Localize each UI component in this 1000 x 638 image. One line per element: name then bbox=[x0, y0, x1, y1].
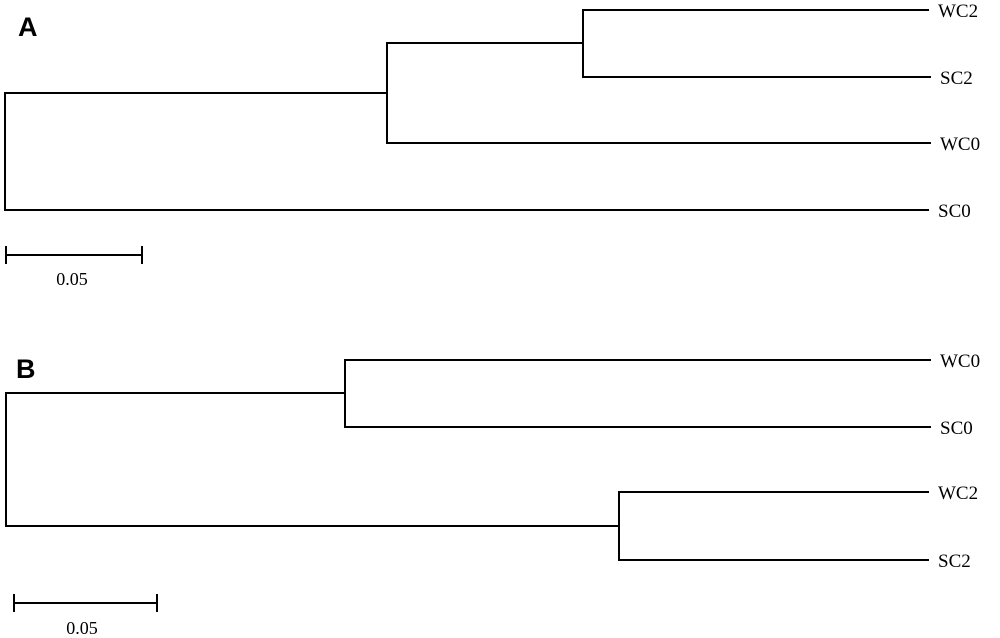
panel-b-leaf-2: SC0 bbox=[940, 418, 973, 439]
panel-a-letter: A bbox=[18, 12, 38, 42]
panel-b-leaf-4: SC2 bbox=[938, 551, 971, 572]
panel-b-leaf-1: WC0 bbox=[940, 351, 980, 372]
panel-b-leaf-3: WC2 bbox=[938, 483, 978, 504]
panel-a-scale-label: 0.05 bbox=[56, 269, 88, 289]
panel-b-scale-label: 0.05 bbox=[66, 618, 98, 638]
panel-a-leaf-4: SC0 bbox=[938, 201, 971, 222]
panel-a-leaf-2: SC2 bbox=[940, 68, 973, 89]
panel-b: B WC0 SC0 WC2 SC2 0.05 bbox=[5, 351, 980, 638]
panel-a-leaf-1: WC2 bbox=[938, 1, 978, 22]
panel-a: A WC2 SC2 WC0 SC0 0.05 bbox=[4, 1, 980, 289]
panel-b-letter: B bbox=[16, 354, 36, 384]
panel-a-leaf-3: WC0 bbox=[940, 134, 980, 155]
